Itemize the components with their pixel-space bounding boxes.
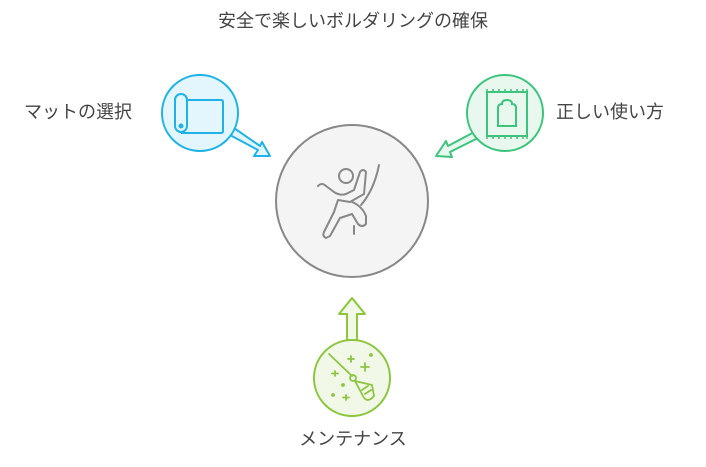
arrow-to-center: [435, 129, 483, 158]
mat-roll-icon: [174, 93, 224, 134]
node-proper-use: [435, 74, 544, 158]
rug-icon: [486, 89, 528, 139]
climber-icon: [317, 164, 380, 239]
diagram-title: 安全で楽しいボルダリングの確保: [218, 11, 488, 32]
center-node: [275, 124, 429, 278]
node-maintenance: [313, 297, 391, 417]
label-maintenance: メンテナンス: [299, 429, 407, 450]
arrow-to-center: [227, 127, 271, 157]
label-mat-selection: マットの選択: [24, 102, 132, 123]
label-proper-use: 正しい使い方: [556, 102, 664, 123]
node-mat-selection: [161, 74, 271, 157]
arrow-to-center: [338, 297, 366, 342]
broom-icon: [328, 353, 375, 401]
